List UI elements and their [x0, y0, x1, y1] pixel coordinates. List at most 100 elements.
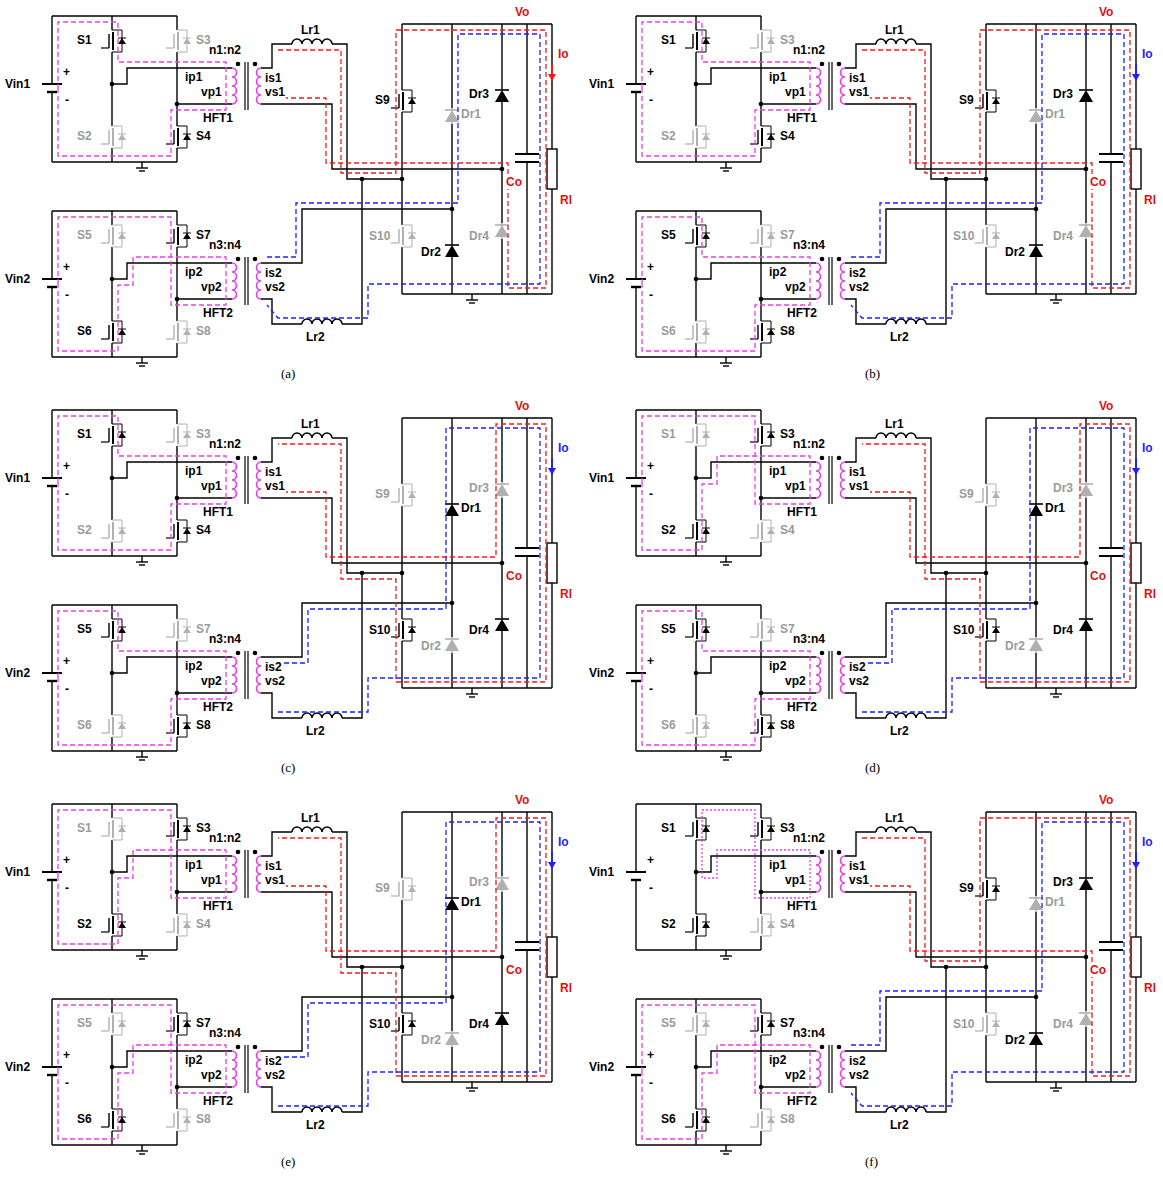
circuit-wire — [767, 134, 775, 135]
circuit-wire — [720, 1150, 732, 1151]
circuit-wire — [696, 323, 698, 341]
circuit-wire — [118, 134, 126, 135]
switch-background — [690, 126, 702, 148]
circuit-wire — [1135, 189, 1136, 294]
body-diode-symbol — [702, 233, 710, 239]
diode-background — [1028, 1031, 1044, 1047]
circuit-wire — [702, 1021, 710, 1022]
circuit-wire — [635, 1075, 636, 1145]
circuit-wire — [136, 561, 148, 562]
component-label: Co — [505, 176, 523, 189]
component-label: S2 — [76, 918, 93, 931]
component-label: vs2 — [264, 1069, 286, 1082]
component-label: Dr2 — [1004, 1034, 1026, 1047]
circuit-wire — [108, 325, 109, 339]
component-label: S10 — [368, 624, 391, 637]
circuit-wire — [401, 24, 402, 294]
diode-symbol — [1029, 245, 1043, 257]
switch-background — [755, 126, 767, 148]
circuit-wire — [1110, 950, 1111, 1082]
switch-background — [755, 715, 767, 737]
switch-background — [690, 818, 702, 840]
circuit-wire — [183, 233, 191, 234]
circuit-wire — [141, 751, 142, 757]
circuit-wire — [720, 167, 732, 168]
circuit-wire — [515, 161, 539, 163]
circuit-wire — [1110, 812, 1111, 942]
current-arrow — [1132, 74, 1140, 81]
component-label: S1 — [660, 428, 677, 441]
diode-symbol — [445, 1033, 459, 1045]
circuit-wire — [183, 826, 191, 827]
circuit-wire — [166, 732, 174, 733]
junction-dot — [110, 870, 115, 875]
circuit-wire — [696, 462, 816, 478]
switch-background — [755, 321, 767, 343]
switch-background — [106, 321, 118, 343]
current-path — [267, 34, 540, 318]
circuit-wire — [471, 688, 472, 694]
circuit-wire — [101, 1030, 109, 1031]
component-label: S5 — [76, 1017, 93, 1030]
circuit-wire — [112, 263, 232, 279]
component-label: Vin1 — [588, 78, 615, 91]
current-arrow — [548, 468, 556, 475]
circuit-wire — [1035, 122, 1036, 124]
junction-dot — [400, 965, 405, 970]
circuit-wire — [342, 179, 362, 324]
circuit-wire — [636, 409, 761, 410]
switch-background — [106, 126, 118, 148]
circuit-wire — [173, 623, 174, 637]
junction-dot — [944, 571, 949, 576]
circuit-wire — [1035, 243, 1036, 245]
component-label: Dr1 — [460, 896, 482, 909]
junction-dot — [694, 82, 699, 87]
circuit-wire — [720, 955, 732, 956]
switch-background — [106, 520, 118, 542]
circuit-wire — [47, 680, 57, 682]
circuit-wire — [52, 15, 177, 16]
circuit-wire — [261, 1087, 302, 1112]
circuit-wire — [975, 1030, 983, 1031]
body-diode-symbol — [183, 432, 191, 438]
circuit-wire — [112, 323, 114, 341]
circuit-wire — [342, 573, 362, 718]
circuit-wire — [761, 426, 763, 444]
circuit-wire — [692, 1113, 693, 1127]
circuit-wire — [261, 299, 302, 324]
body-diode-symbol — [183, 38, 191, 44]
circuit-wire — [761, 717, 763, 735]
component-label: S6 — [660, 1113, 677, 1126]
circuit-wire — [831, 62, 832, 110]
circuit-wire — [177, 1111, 179, 1129]
circuit-wire — [828, 1045, 829, 1093]
circuit-wire — [696, 128, 698, 146]
component-label: is1 — [264, 72, 283, 85]
body-diode-symbol — [183, 826, 191, 832]
component-label: vs2 — [848, 675, 870, 688]
body-diode-symbol — [702, 134, 710, 140]
circuit-wire — [108, 623, 109, 637]
body-diode-symbol — [183, 922, 191, 928]
circuit-wire — [52, 1144, 177, 1145]
circuit-wire — [118, 38, 126, 39]
junction-dot — [694, 1065, 699, 1070]
circuit-wire — [692, 623, 693, 637]
circuit-wire — [526, 950, 527, 1082]
component-label: + — [62, 854, 71, 867]
circuit-wire — [177, 891, 232, 892]
circuit-wire — [47, 1074, 57, 1076]
junction-dot — [236, 651, 241, 656]
junction-dot — [694, 671, 699, 676]
component-label: n3:n4 — [792, 1027, 826, 1040]
circuit-wire — [466, 1087, 478, 1088]
current-path — [851, 818, 1130, 1076]
circuit-wire — [685, 242, 693, 243]
circuit-wire — [1035, 257, 1036, 259]
circuit-wire — [1085, 223, 1086, 225]
body-diode-symbol — [767, 528, 775, 534]
circuit-wire — [685, 338, 693, 339]
transformer-winding — [257, 263, 262, 299]
junction-dot — [236, 62, 241, 67]
circuit-wire — [761, 1111, 763, 1129]
